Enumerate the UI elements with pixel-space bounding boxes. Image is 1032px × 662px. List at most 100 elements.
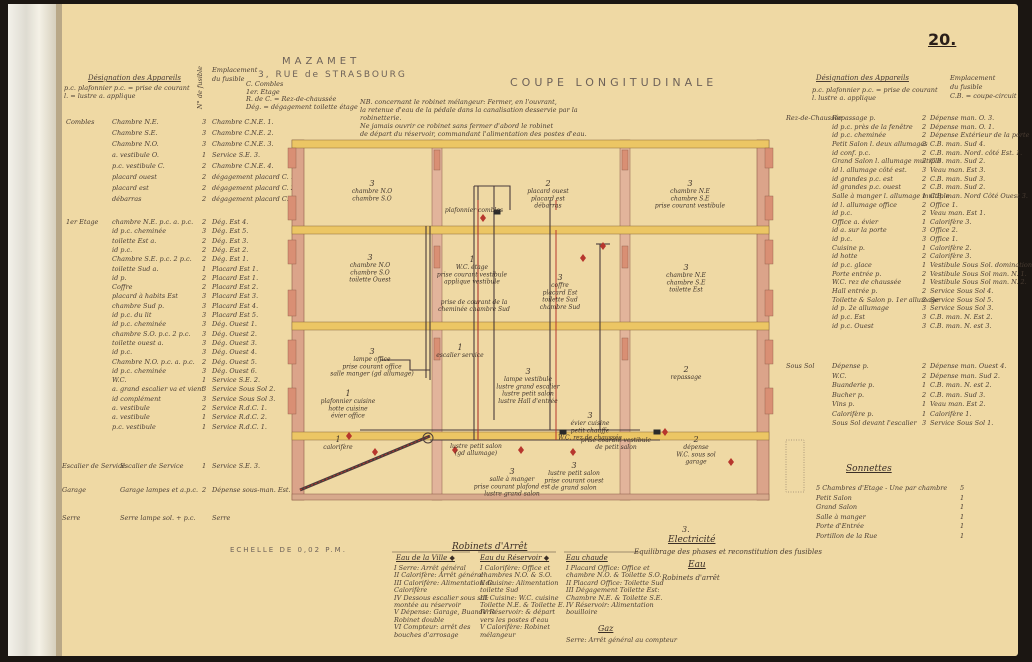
- left-floor-label: Serre: [62, 514, 81, 522]
- sonnette-count: 1: [960, 503, 965, 511]
- switch-marks: [493, 209, 661, 435]
- robinet-item: II Cuisine: Alimentation: [480, 578, 559, 587]
- floor-roof: [291, 139, 770, 149]
- right-fusible: Dépense Extérieur de la porte: [930, 131, 1030, 140]
- right-count: 2: [922, 157, 927, 166]
- left-count: 2: [202, 218, 207, 226]
- left-fusible: Placard Est 2.: [212, 283, 259, 292]
- right-count: 2: [922, 252, 927, 261]
- left-fusible: Dég. Ouest 2.: [212, 329, 257, 338]
- left-count: 1: [202, 151, 207, 159]
- right-count: 2: [922, 362, 927, 370]
- right-appareil: W.C.: [832, 371, 847, 380]
- left-fusible: Serre: [212, 514, 231, 522]
- eau-heading: Eau: [688, 560, 706, 570]
- room-label-plafonnier-combles: plafonnier combles: [445, 207, 503, 214]
- left-fusible: Chambre C.N.E. 1.: [212, 118, 274, 126]
- floor-etage: [291, 321, 770, 331]
- gaz-title: Gaz: [598, 624, 614, 633]
- right-appareil: Sous Sol devant l'escalier: [832, 419, 917, 427]
- left-fusible: dégagement placard C. 2.: [212, 184, 297, 192]
- left-count: 2: [202, 255, 207, 264]
- note-line: la retenue d'eau de la pédale dans la ca…: [360, 106, 578, 114]
- right-fusible: Office 2.: [930, 226, 958, 235]
- left-floor-label: Escalier de Service: [62, 462, 126, 470]
- eau-ville-title: Eau de la Ville ◆: [396, 554, 455, 562]
- left-appareil: W.C.: [112, 376, 127, 385]
- binding-edge: [8, 4, 60, 656]
- robinet-item: Robinet double: [394, 615, 445, 624]
- left-appareil: id p.c. cheminée: [112, 366, 167, 375]
- right-fusible: Service Sous Sol 4.: [930, 287, 994, 295]
- note-line: Ne jamais ouvrir ce robinet sans fermer …: [360, 122, 554, 130]
- right-appareil: id p.c. près de la fenêtre: [832, 122, 913, 131]
- right-count: 2: [922, 200, 927, 209]
- left-count: 3: [202, 348, 207, 357]
- right-appareil: Porte entrée p.: [832, 269, 882, 278]
- left-fusible: Dég. Ouest 3.: [212, 338, 257, 347]
- left-top-note: 1er. Etage: [246, 87, 280, 96]
- binding-strip: [56, 4, 62, 656]
- left-fusible: Placard Est 1.: [212, 264, 259, 273]
- sonnettes-title: Sonnettes: [846, 464, 892, 474]
- wall-mid1: [431, 139, 443, 501]
- eau-chaude-title: Eau chaude: [566, 554, 608, 562]
- section-number: 3.: [682, 525, 690, 534]
- right-appareil: Vins p.: [832, 400, 855, 408]
- left-count: 1: [202, 376, 207, 385]
- right-appareil: Toilette & Salon p. 1er allumage: [832, 295, 940, 304]
- right-col1-sub2: l. lustre a. applique: [812, 94, 877, 102]
- sonnette-label: Petit Salon: [816, 493, 852, 502]
- robinet-item: mélangeur: [480, 630, 516, 639]
- left-appareil: p.c. vestibule: [112, 422, 156, 431]
- left-fusible: Chambre C.N.E. 4.: [212, 162, 274, 170]
- sonnette-label: 5 Chambres d'Etage - Une par chambre: [816, 484, 948, 492]
- right-count: 1: [922, 381, 927, 389]
- right-appareil: id p.c.: [832, 235, 853, 244]
- left-count: 2: [202, 486, 207, 494]
- right-col2-header: Emplacement du fusible: [950, 74, 996, 91]
- left-fusible: dégagement placard C. 3.: [212, 195, 297, 203]
- sonnette-count: 5: [960, 484, 965, 492]
- robinet-item: Calorifère: [394, 586, 428, 595]
- right-count: 3: [922, 235, 927, 244]
- note-line: robinetterie.: [360, 114, 402, 122]
- left-count: 3: [202, 329, 207, 338]
- left-appareil: id complément: [112, 394, 161, 403]
- left-fusible: Placard Est 1.: [212, 273, 259, 282]
- left-count: 2: [202, 173, 207, 181]
- left-count: 3: [202, 338, 207, 347]
- right-fusible: Service Sous Sol 1.: [930, 419, 994, 427]
- left-fusible: Dépense sous-man. Est.: [212, 486, 291, 494]
- address-title: 3, RUE de STRASBOURG: [258, 70, 407, 80]
- right-fusible: Dépense man. O. 1.: [930, 122, 995, 131]
- right-count: 1: [922, 261, 927, 270]
- right-col1-sub: p.c. plafonnier p.c. = prise de courant: [812, 86, 938, 94]
- left-count: 1: [202, 413, 207, 422]
- right-fusible: Service Sous Sol 3.: [930, 304, 994, 313]
- valve-markers: [346, 214, 734, 466]
- robinet-item: toilette Sud: [480, 586, 519, 595]
- right-count: 1: [922, 191, 927, 200]
- right-floor-label: Sous Sol: [786, 362, 815, 370]
- left-fusible: Dég. Est 1.: [212, 255, 249, 264]
- robinet-item: V Dépense: Garage, Buanderie: [394, 608, 496, 617]
- robinet-item: Chambre N.E. & Toilette S.E.: [566, 593, 663, 602]
- right-count: 2: [922, 209, 927, 218]
- left-count: 2: [202, 357, 207, 366]
- right-appareil: Calorifère p.: [832, 409, 874, 418]
- right-count: 2: [922, 390, 927, 399]
- right-fusible: Dépense man. Ouest 4.: [930, 362, 1007, 370]
- left-col2-header: Emplacement du fusible: [212, 66, 258, 83]
- left-appareil: Chambre N.O.: [112, 140, 159, 148]
- left-count: 3: [202, 394, 207, 403]
- right-appareil: Petit Salon l. deux allumages: [832, 139, 928, 148]
- right-fusible: Vestibule Sous Sol man. N. 2.: [930, 278, 1027, 287]
